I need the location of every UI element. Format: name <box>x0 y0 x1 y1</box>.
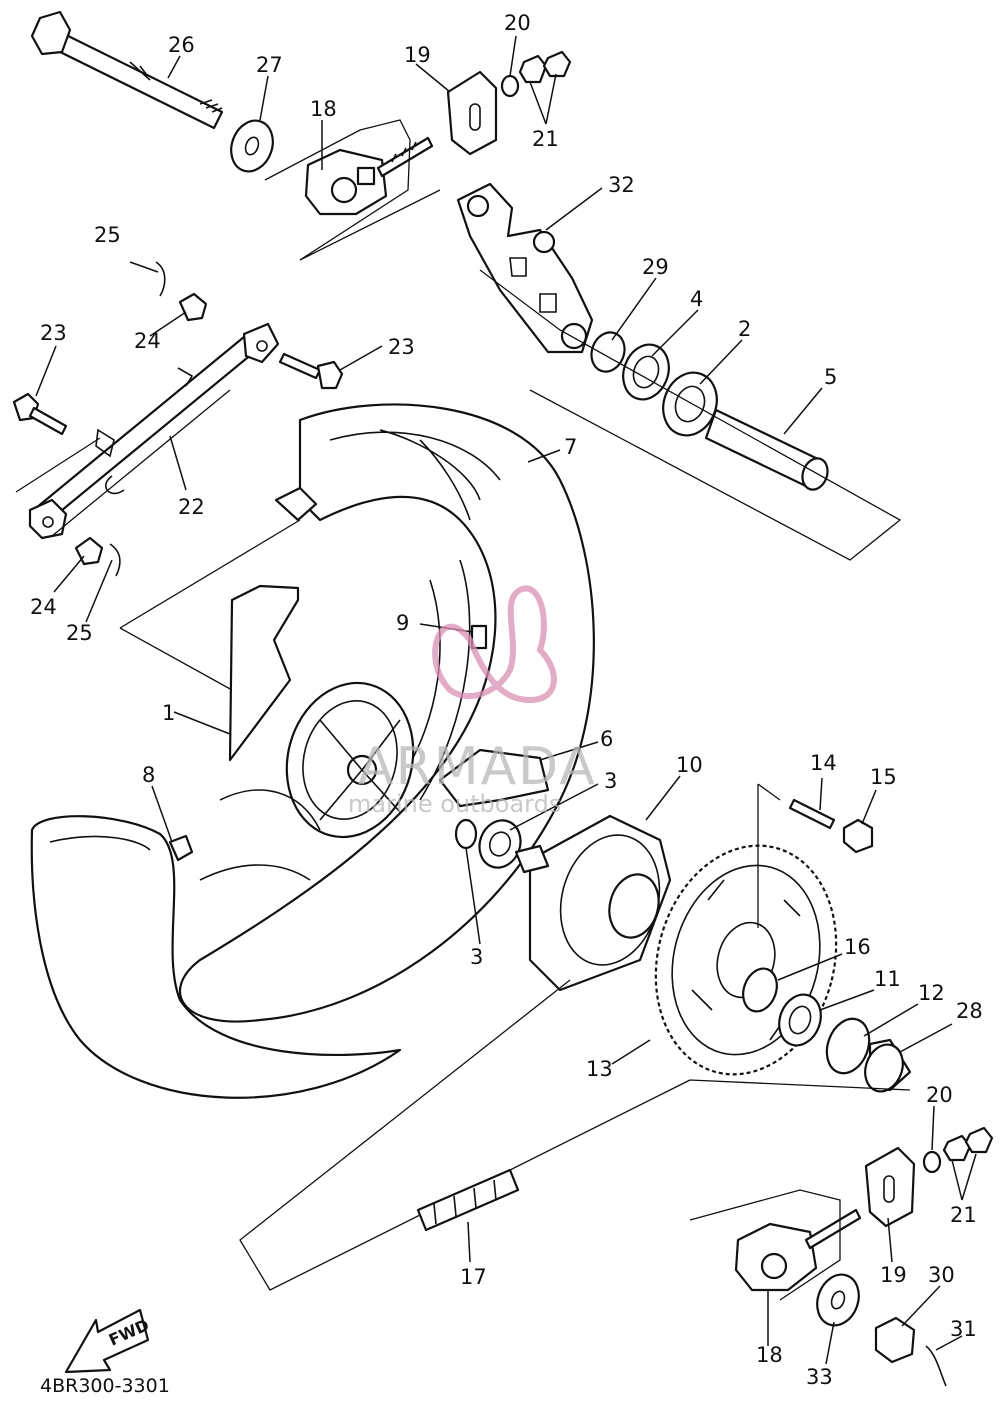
watermark-logo-icon <box>432 585 557 704</box>
watermark-brand: ARMADA <box>358 737 597 797</box>
callout-21-top: 21 <box>532 127 559 151</box>
callout-19-bottom: 19 <box>880 1263 907 1287</box>
part-plate-6 <box>438 748 550 808</box>
callout-14: 14 <box>810 751 837 775</box>
part-adjuster-plate-bottom <box>864 1146 916 1228</box>
leader-lines <box>35 35 977 1365</box>
part-oil-seal-4 <box>622 343 670 401</box>
callout-5: 5 <box>824 365 837 389</box>
part-bearing-2 <box>662 371 718 437</box>
callout-20-bottom: 20 <box>926 1083 953 1107</box>
callout-12: 12 <box>918 981 945 1005</box>
callout-28: 28 <box>956 999 983 1023</box>
callout-4: 4 <box>690 287 703 311</box>
callout-6: 6 <box>600 727 613 751</box>
callout-32: 32 <box>608 173 635 197</box>
part-axle <box>30 10 224 130</box>
part-bolt-23-left <box>12 392 68 436</box>
callout-13: 13 <box>586 1057 613 1081</box>
watermark: ARMADA marine outboards <box>348 585 597 818</box>
part-stud-14 <box>788 798 836 830</box>
part-chain-17 <box>416 1168 520 1232</box>
part-washer-33 <box>816 1273 860 1327</box>
callout-18-bottom: 18 <box>756 1343 783 1367</box>
callout-20-top: 20 <box>504 11 531 35</box>
callout-19-top: 19 <box>404 43 431 67</box>
callout-15: 15 <box>870 765 897 789</box>
part-valve-8 <box>168 834 194 862</box>
callout-2: 2 <box>738 317 751 341</box>
callout-3-upper: 3 <box>604 769 617 793</box>
callout-8: 8 <box>142 763 155 787</box>
part-castle-nut-30 <box>874 1316 916 1364</box>
callout-18-top: 18 <box>310 97 337 121</box>
callout-27: 27 <box>256 53 283 77</box>
part-bolt-23-right <box>278 352 344 390</box>
callout-30: 30 <box>928 1263 955 1287</box>
callout-1: 1 <box>162 701 175 725</box>
part-adjuster-plate-top <box>446 70 498 156</box>
callout-3-lower: 3 <box>470 945 483 969</box>
axle-guide-lines <box>299 189 902 561</box>
watermark-tagline: marine outboards <box>348 790 561 818</box>
callout-24-bottom: 24 <box>30 595 57 619</box>
diagram-part-code: 4BR300-3301 <box>40 1375 170 1397</box>
tyre-guides <box>119 519 301 691</box>
part-bearing-3a <box>454 818 478 850</box>
callout-17: 17 <box>460 1265 487 1289</box>
part-nuts-bottom <box>922 1126 994 1174</box>
part-balance-weight-9 <box>470 624 488 650</box>
part-caliper-bracket <box>456 182 594 354</box>
callout-9: 9 <box>396 611 409 635</box>
part-cotter-pin-25-bottom <box>109 543 121 577</box>
callout-16: 16 <box>844 935 871 959</box>
part-spacer-5 <box>704 408 829 491</box>
callout-31: 31 <box>950 1317 977 1341</box>
sprocket-guides <box>757 783 781 928</box>
part-sprocket-hub-10 <box>514 814 672 992</box>
callout-23-left: 23 <box>40 321 67 345</box>
callout-11: 11 <box>874 967 901 991</box>
part-cotter-pin-31 <box>925 1345 947 1387</box>
part-collar-16 <box>742 967 778 1013</box>
callout-7: 7 <box>564 435 577 459</box>
callout-10: 10 <box>676 753 703 777</box>
part-bearing-11 <box>778 993 822 1047</box>
callout-29: 29 <box>642 255 669 279</box>
callout-23-right: 23 <box>388 335 415 359</box>
part-seal-12 <box>825 1017 871 1075</box>
part-chain-adjuster-top <box>264 119 434 261</box>
part-torque-arm <box>28 322 280 540</box>
callout-22: 22 <box>178 495 205 519</box>
part-nut-15 <box>842 818 874 854</box>
callout-25-top: 25 <box>94 223 121 247</box>
part-washer-27 <box>230 119 274 173</box>
part-wheel <box>30 584 415 1099</box>
callout-33: 33 <box>806 1365 833 1389</box>
callout-25-bottom: 25 <box>66 621 93 645</box>
part-cotter-pin-25-top <box>155 261 166 297</box>
part-chain-adjuster-bottom <box>689 1189 862 1301</box>
callout-26: 26 <box>168 33 195 57</box>
callout-24-top: 24 <box>134 329 161 353</box>
fwd-arrow-icon: FWD <box>64 1308 152 1374</box>
part-nut-24-top <box>178 292 208 322</box>
callout-21-bottom: 21 <box>950 1203 977 1227</box>
torque-arm-guides <box>15 389 231 537</box>
part-collar-28 <box>864 1038 912 1093</box>
